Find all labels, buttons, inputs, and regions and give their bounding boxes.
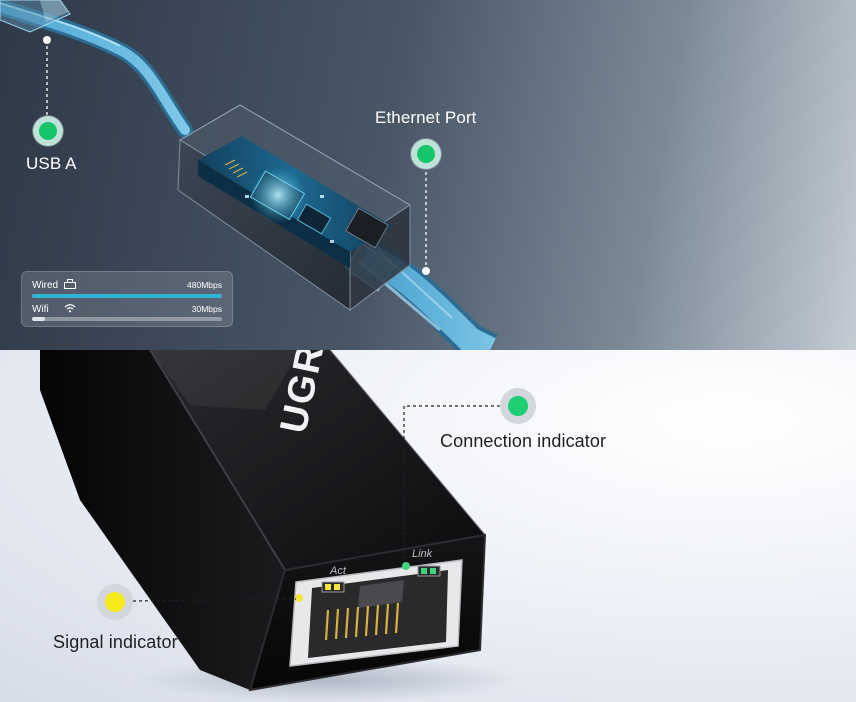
top-panel-adapter-internals: USB A Ethernet Port Wired 480Mbps Wifi 3… (0, 0, 856, 350)
bottom-callout-leader-lines (132, 405, 500, 602)
ethernet-icon (64, 279, 76, 292)
callout-leader-lines (46, 40, 427, 270)
adapter-transparent-illustration (0, 0, 498, 350)
wired-speed-bar-fill (32, 294, 222, 298)
adapter-body-side (40, 350, 285, 690)
circuit-board (198, 136, 392, 268)
connection-indicator-label: Connection indicator (440, 431, 607, 451)
wifi-icon (64, 303, 76, 316)
ethernet-port-label: Ethernet Port (375, 108, 477, 127)
usb-a-label: USB A (26, 154, 77, 173)
ethernet-port-anchor-point (422, 267, 430, 275)
wifi-label: Wifi (32, 304, 49, 315)
ethernet-port-callout-dot (411, 139, 441, 169)
wired-speed-row: Wired 480Mbps (32, 279, 222, 294)
adapter-body-top (150, 350, 485, 570)
connection-led (402, 562, 410, 570)
act-led-window (321, 581, 345, 593)
usb-a-callout-dot (33, 116, 63, 146)
wired-label: Wired (32, 280, 59, 291)
usb-a-anchor-point (43, 36, 51, 44)
wifi-speed-row: Wifi 30Mbps (32, 304, 222, 318)
signal-indicator-label: Signal indicator (53, 632, 178, 652)
wired-speed-bar (32, 294, 222, 298)
bottom-panel-port-indicators: UGRE Act Link Connection indicator Signa… (0, 350, 856, 702)
link-led-window (417, 565, 441, 577)
signal-led (295, 594, 303, 602)
wifi-speed-bar (32, 317, 222, 321)
wifi-speed-bar-fill (32, 317, 46, 321)
speed-comparison-widget: Wired 480Mbps Wifi 30Mbps (21, 271, 233, 327)
adapter-black-body-illustration: UGRE Act Link (40, 350, 520, 702)
act-port-label: Act (329, 565, 347, 577)
signal-indicator-callout-dot (97, 584, 133, 620)
usb-a-plug (0, 0, 71, 33)
wifi-rate: 30Mbps (191, 304, 222, 314)
connection-indicator-callout-dot (500, 388, 536, 424)
wired-rate: 480Mbps (187, 280, 222, 290)
rj45-ethernet-port (289, 559, 463, 667)
link-port-label: Link (412, 548, 433, 560)
